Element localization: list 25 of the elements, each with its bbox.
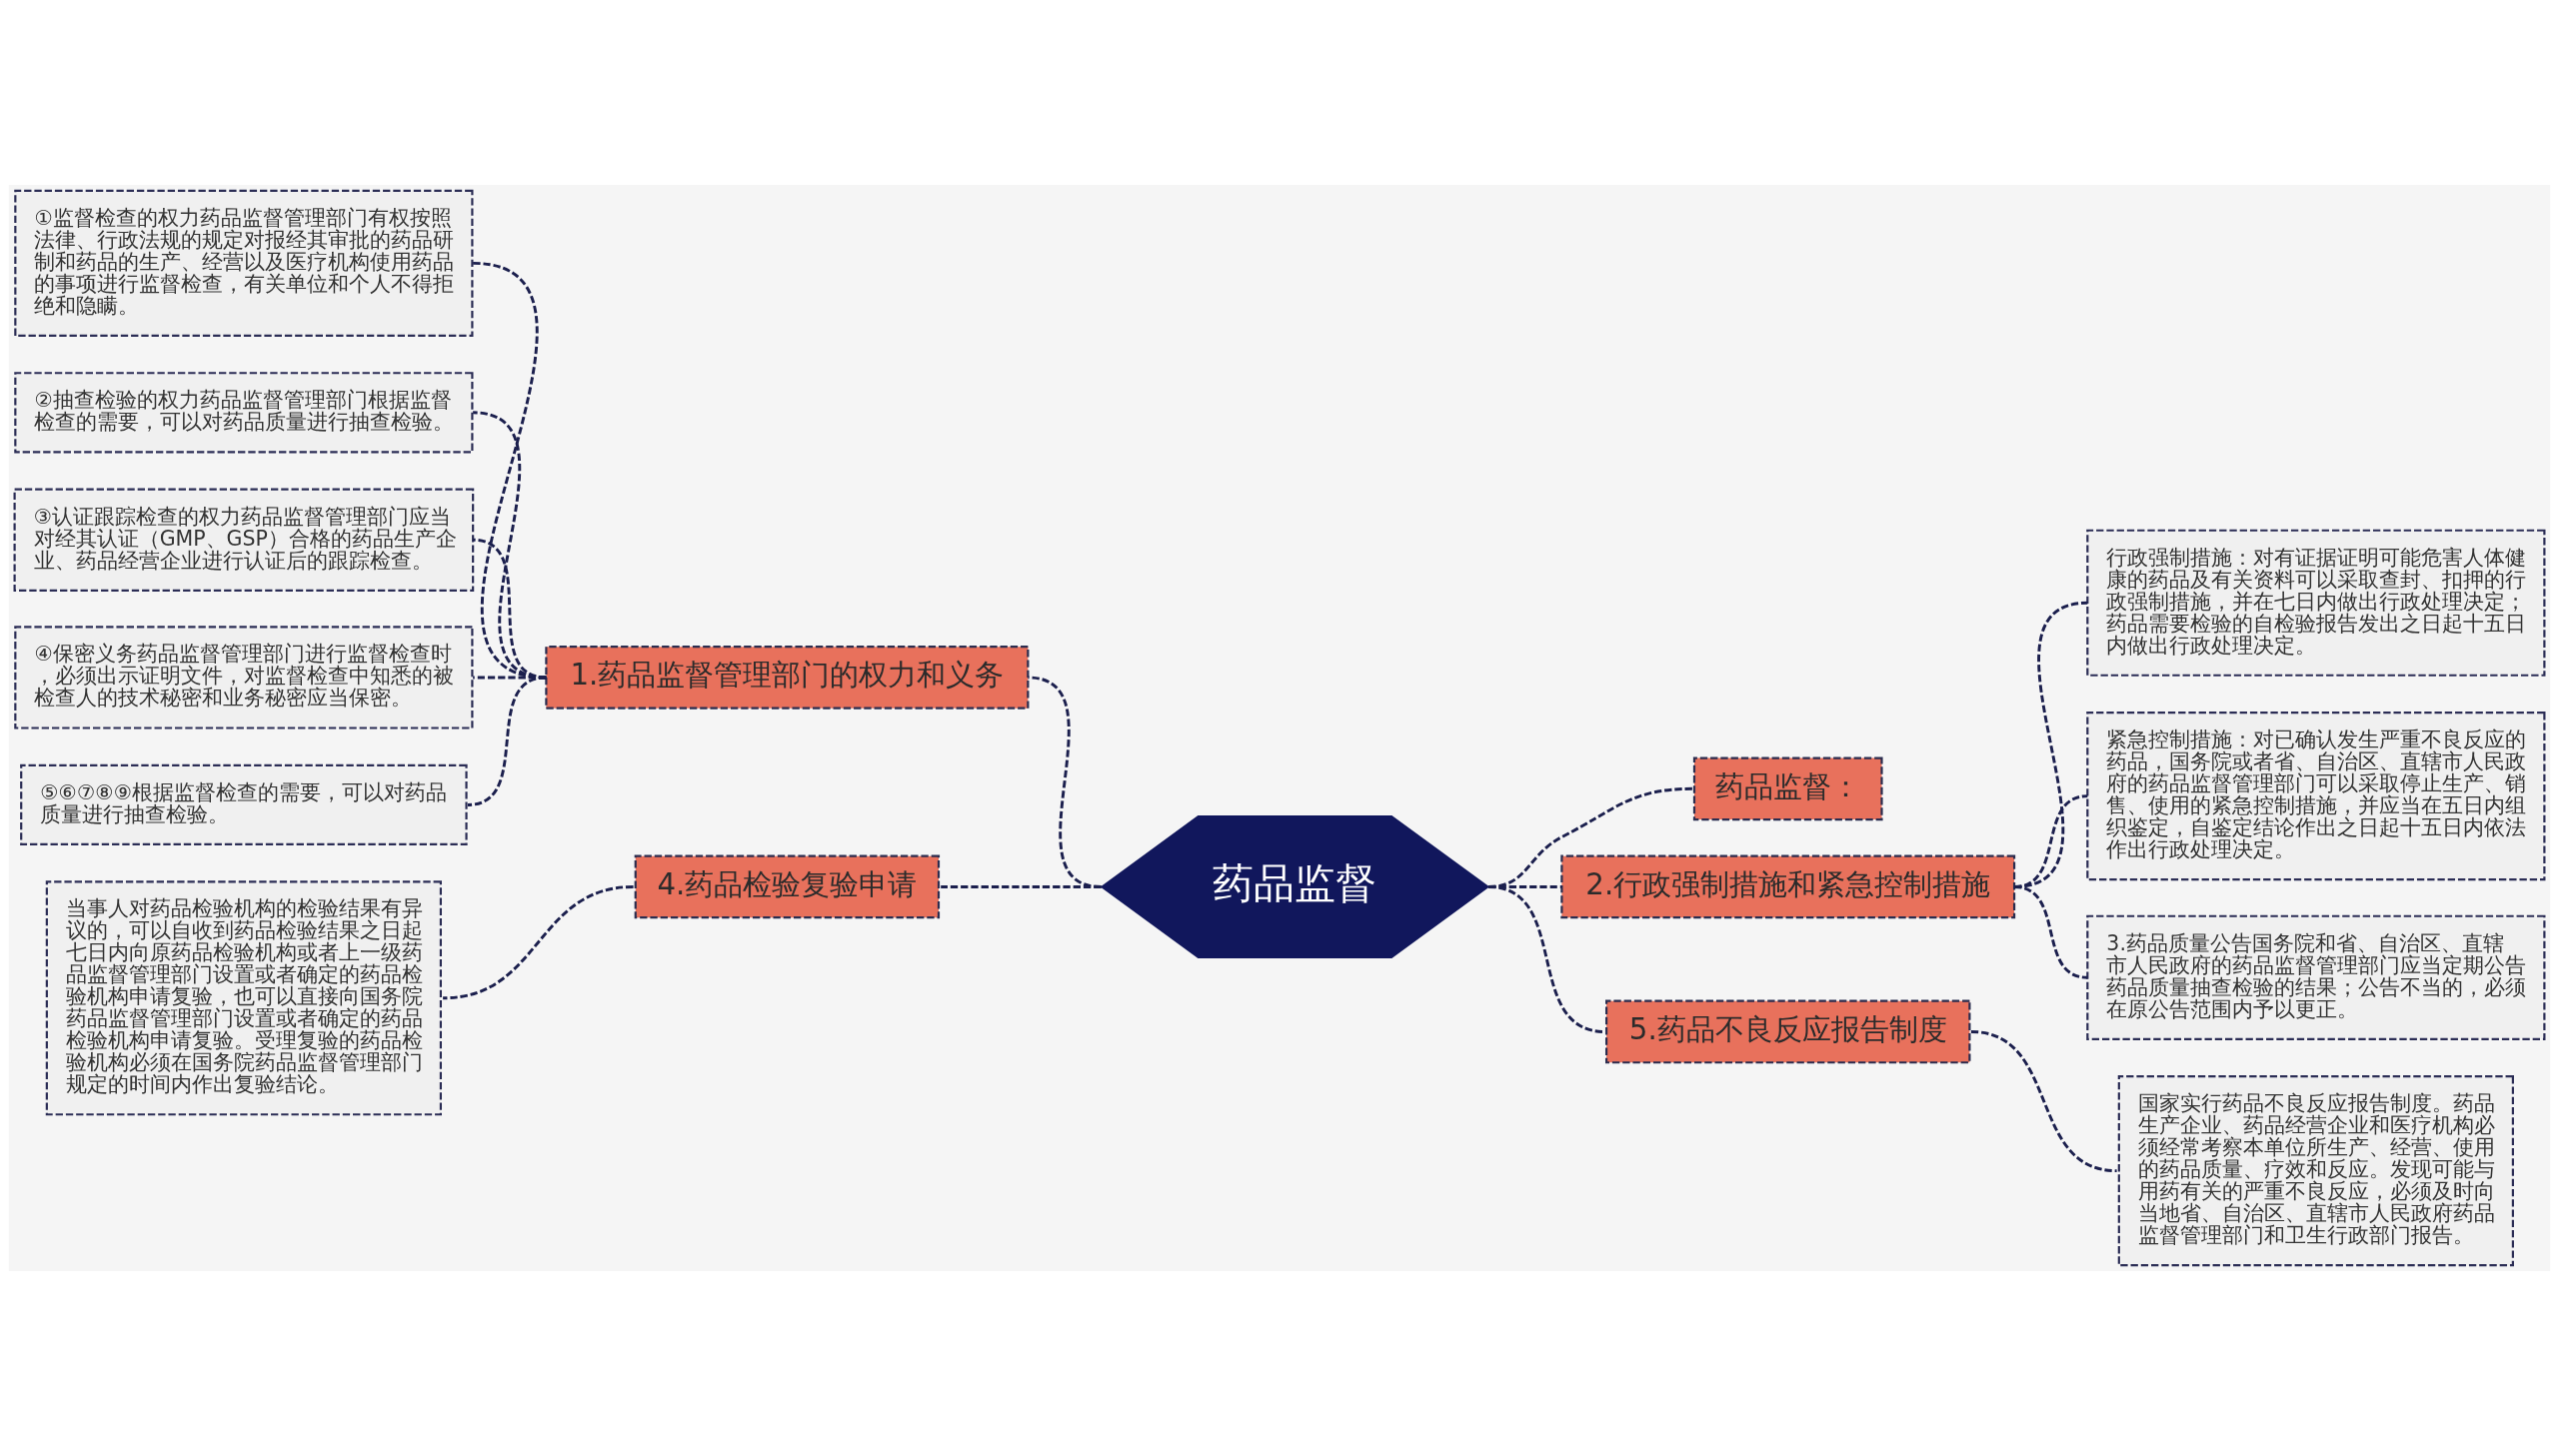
node-box: 1.药品监督管理部门的权力和义务 [545, 646, 1030, 710]
node-box: 4.药品检验复验申请 [634, 854, 941, 919]
connector [472, 411, 547, 680]
connector [941, 885, 1102, 888]
connector [472, 538, 547, 680]
node-box: ②抽查检验的权力药品监督管理部门根据监督检查的需要，可以对药品质量进行抽查检验。 [14, 372, 474, 454]
connector [442, 885, 634, 1000]
connector [473, 676, 547, 680]
node-box: 3.药品质量公告国务院和省、自治区、直辖市人民政府的药品监督管理部门应当定期公告药品质量抽查检验的结果；公告不当的，必须在原公告范围内予以更正。 [2086, 914, 2546, 1040]
connector [467, 676, 547, 806]
node-box: ⑤⑥⑦⑧⑨根据监督检查的需要，可以对药品质量进行抽查检验。 [20, 763, 468, 846]
connector [1970, 1030, 2117, 1173]
node-box: ①监督检查的权力药品监督管理部门有权按照法律、行政法规的规定对报经其审批的药品研制和药品的生产、经营以及医疗机构使用药品的事项进行监督检查，有关单位和个人不得拒绝和隐瞒。 [14, 189, 474, 337]
node-box: 当事人对药品检验机构的检验结果有异议的，可以自收到药品检验结果之日起七日内向原药品检验机构或者上一级药品监督管理部门设置或者确定的药品检验机构申请复验，也可以直接向国务院药品监督管理部门设置或者确定的药品检验机构申请复验。受理复验的药品检验机构必须在国务院药品监督管理部门规定的时间内作出复验结论。 [45, 880, 443, 1116]
node-box: ④保密义务药品监督管理部门进行监督检查时，必须出示证明文件，对监督检查中知悉的被检查人的技术秘密和业务秘密应当保密。 [14, 626, 474, 729]
node-box: 紧急控制措施：对已确认发生严重不良反应的药品，国务院或者省、自治区、直辖市人民政府的药品监督管理部门可以采取停止生产、销售、使用的紧急控制措施，并应当在五日内组织鉴定，自鉴定结论作出之日起十五日内依法作出行政处理决定。 [2086, 712, 2546, 881]
node-box: 药品监督： [1692, 756, 1883, 821]
connector [472, 261, 547, 680]
node-box: 5.药品不良反应报告制度 [1605, 999, 1971, 1064]
node-box: 行政强制措施：对有证据证明可能危害人体健康的药品及有关资料可以采取查封、扣押的行政强制措施，并在七日内做出行政处理决定；药品需要检验的自检验报告发出之日起十五日内做出行政处理决定。 [2086, 529, 2546, 677]
connector [2013, 885, 2088, 979]
node-box: 2.行政强制措施和紧急控制措施 [1560, 854, 2016, 919]
node-box: 国家实行药品不良反应报告制度。药品生产企业、药品经营企业和医疗机构必须经常考察本单位所生产、经营、使用的药品质量、疗效和反应。发现可能与用药有关的严重不良反应，必须及时向当地省、自治区、直辖市人民政府药品监督管理部门和卫生行政部门报告。 [2117, 1075, 2514, 1267]
node-box: ③认证跟踪检查的权力药品监督管理部门应当对经其认证（GMP、GSP）合格的药品生产企业、药品经营企业进行认证后的跟踪检查。 [13, 488, 475, 592]
connector [1487, 885, 1605, 1033]
